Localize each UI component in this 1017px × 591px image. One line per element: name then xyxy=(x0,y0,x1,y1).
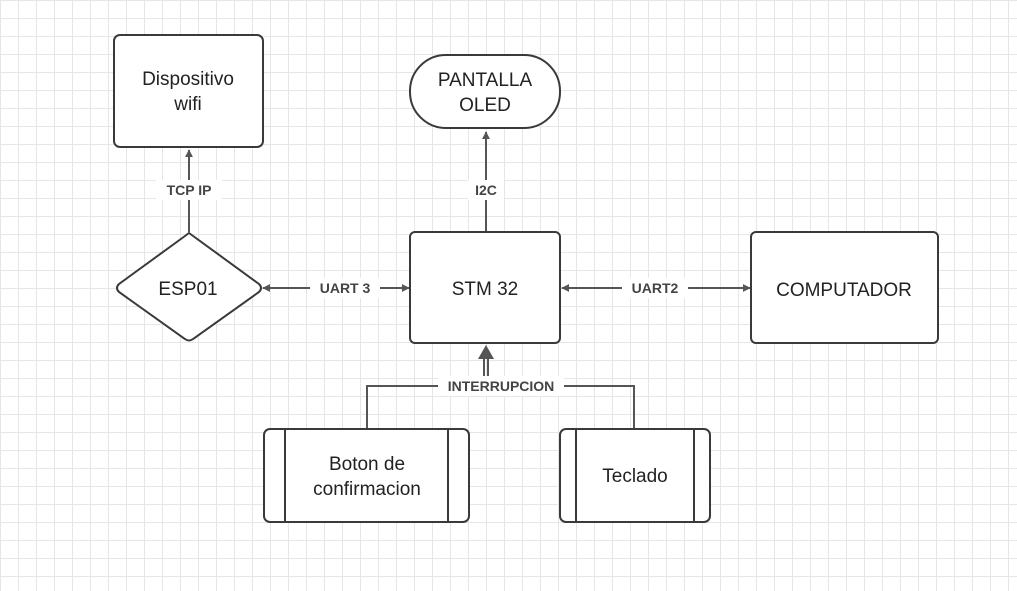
edge-label-uart3: UART 3 xyxy=(320,280,371,296)
edge-label-tcp-ip: TCP IP xyxy=(167,182,212,198)
boton-label-line1: Boton de xyxy=(329,454,405,475)
node-pantalla-oled: PANTALLA OLED xyxy=(409,54,561,129)
pantalla-oled-label-line1: PANTALLA xyxy=(438,70,533,91)
edge-tcp-ip: TCP IP xyxy=(156,149,222,232)
edge-interrupcion: INTERRUPCION xyxy=(366,345,635,428)
node-teclado: Teclado xyxy=(559,428,711,523)
node-computador: COMPUTADOR xyxy=(750,231,939,344)
edge-uart2: UART2 xyxy=(561,278,751,298)
dispositivo-wifi-label-line2: wifi xyxy=(173,94,201,115)
node-esp01: ESP01 xyxy=(116,231,262,342)
edge-i2c: I2C xyxy=(468,131,504,231)
node-stm32: STM 32 xyxy=(409,231,561,344)
node-dispositivo-wifi: Dispositivo wifi xyxy=(113,34,264,148)
edge-label-uart2: UART2 xyxy=(632,280,679,296)
dispositivo-wifi-label-line1: Dispositivo xyxy=(142,69,234,90)
node-boton-confirmacion: Boton de confirmacion xyxy=(263,428,470,523)
pantalla-oled-label-line2: OLED xyxy=(459,95,511,116)
edge-label-i2c: I2C xyxy=(475,182,497,198)
esp01-label: ESP01 xyxy=(158,279,217,300)
boton-label-line2: confirmacion xyxy=(313,479,421,500)
edge-uart3: UART 3 xyxy=(262,278,410,298)
edge-label-interrupcion: INTERRUPCION xyxy=(448,378,555,394)
computador-label: COMPUTADOR xyxy=(776,280,912,301)
teclado-label: Teclado xyxy=(602,466,668,487)
stm32-label: STM 32 xyxy=(452,279,519,300)
